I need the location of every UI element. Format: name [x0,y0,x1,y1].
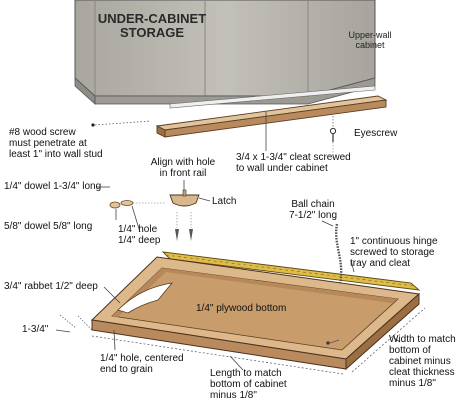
cleat-label-1: 3/4 x 1-3/4" cleat screwed [236,152,351,163]
wood-screw-leader [91,120,151,127]
latch-label: Latch [212,196,237,207]
hinge-label-1: 1" continuous hinge [350,236,438,247]
upper-wall-label-1: Upper-wall [348,30,392,40]
cleat-label-2: to wall under cabinet [236,163,328,174]
hole-label-1: 1/4" hole [118,224,158,235]
ball-chain-label-1: Ball chain [291,199,335,210]
dowels [96,186,165,233]
wood-screw-label-1: #8 wood screw [9,127,76,138]
title-line1: UNDER-CABINET [97,11,207,26]
wood-screw-label-3: least 1" into wall stud [9,149,103,160]
latch [169,180,211,241]
hole-centered-label-1: 1/4" hole, centered [100,353,184,364]
length-label-3: minus 1/8" [210,390,257,401]
dimension-lines [55,286,426,375]
upper-wall-cabinet [74,0,376,109]
dim-1-3-4-label: 1-3/4" [22,324,49,335]
hole-label-2: 1/4" deep [118,235,161,246]
width-label-2: bottom of [389,345,431,356]
align-label-1: Align with hole [150,157,216,168]
continuous-hinge [161,251,421,291]
wood-screw-label-2: must penetrate at [9,138,87,149]
width-label-4: cleat thickness [389,367,455,378]
upper-wall-label-2: cabinet [355,40,385,50]
eyescrew-label: Eyescrew [354,128,398,139]
align-label-2: in front rail [159,168,207,179]
dowel-short-label: 5/8" dowel 5/8" long [4,221,93,232]
eyescrew [329,116,337,158]
length-label-1: Length to match [210,368,282,379]
hinge-label-3: tray and cleat [350,258,411,269]
hole-centered-label-2: end to grain [100,364,153,375]
storage-tray [90,256,421,371]
cleat [155,95,388,138]
length-label-2: bottom of cabinet [210,379,287,390]
width-label-1: Width to match [389,334,456,345]
ball-chain-label-2: 7-1/2" long [288,210,338,221]
dowel-long-label: 1/4" dowel 1-3/4" long [4,181,102,192]
title-line2: STORAGE [119,25,185,40]
rabbet-label: 3/4" rabbet 1/2" deep [4,281,98,292]
width-label-3: cabinet minus [389,356,451,367]
width-label-5: minus 1/8" [389,378,436,389]
plywood-label: 1/4" plywood bottom [196,303,287,314]
hinge-label-2: screwed to storage [350,247,435,258]
